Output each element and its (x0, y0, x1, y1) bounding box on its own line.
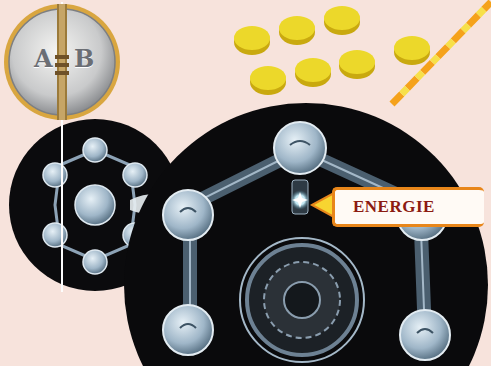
big-board (124, 103, 488, 366)
dashed-line (392, 2, 491, 104)
coin-side-letter: A (34, 44, 53, 73)
energy-tokens (234, 6, 430, 95)
coin-side-letter: B (74, 44, 94, 73)
ab-coin (4, 2, 120, 292)
pointer-arrow (312, 193, 334, 217)
callout-box: ENERGIE (332, 187, 484, 227)
callout-label: ENERGIE (353, 197, 436, 217)
dashed-line (392, 2, 491, 104)
